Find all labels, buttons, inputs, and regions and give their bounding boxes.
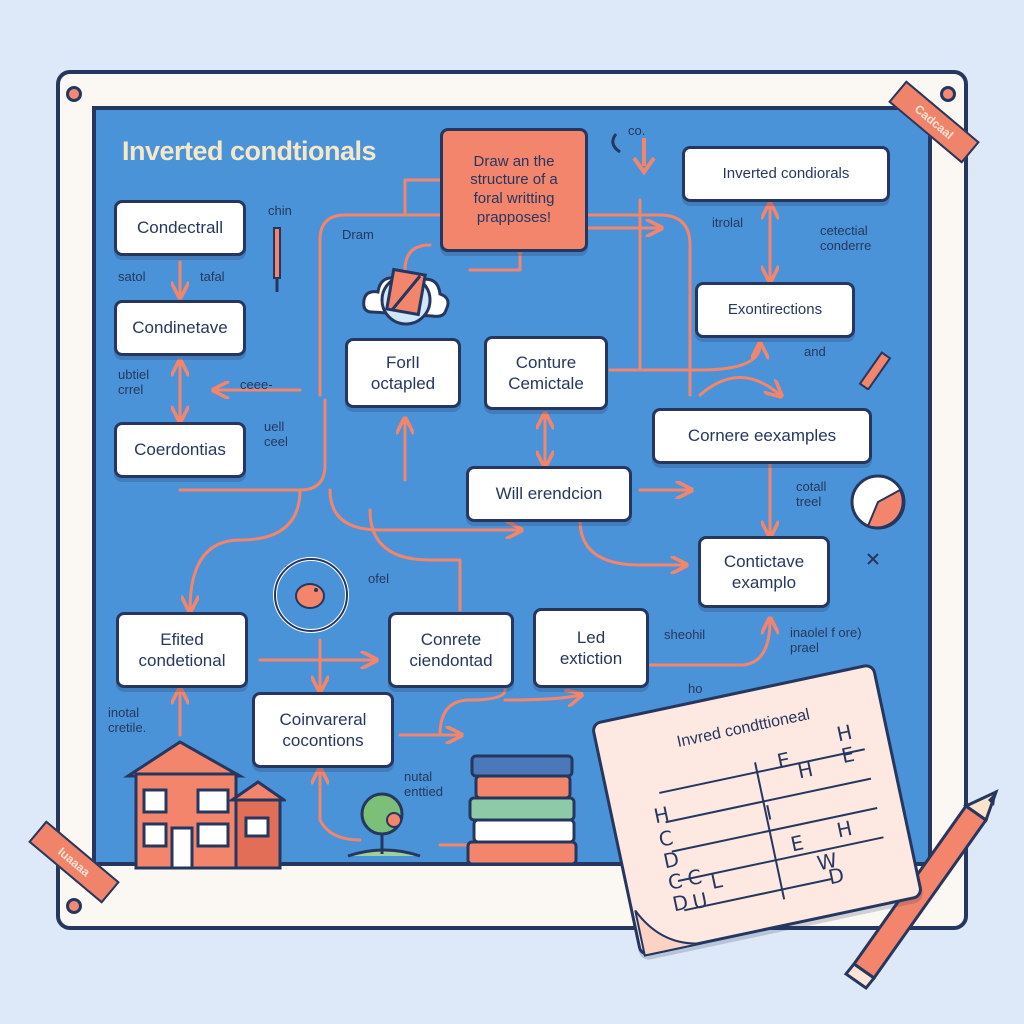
piggy-bank-icon bbox=[270, 554, 352, 636]
paper-letter: U bbox=[690, 888, 709, 915]
house-icon bbox=[122, 738, 286, 870]
node-will-erendcion: Will erendcion bbox=[466, 466, 632, 522]
paper-letter: L bbox=[708, 868, 724, 894]
note-cotall-treel: cotall treel bbox=[796, 480, 826, 510]
note-inotal-cretile: inotal cretile. bbox=[108, 706, 146, 736]
node-draw-structure: Drаw an the structure of a foral writtin… bbox=[440, 128, 588, 252]
note-cetectial: cetectial conderre bbox=[820, 224, 871, 254]
note-satol: satol bbox=[118, 270, 145, 285]
node-conrete-ciendontad: Conrete ciendontad bbox=[388, 612, 514, 688]
note-ubtiel-crrel: ubtiel crrel bbox=[118, 368, 149, 398]
page-title: Inverted condtionals bbox=[122, 136, 376, 167]
paper-letter: H bbox=[835, 816, 855, 843]
cross-icon bbox=[866, 552, 880, 566]
note-and: and bbox=[804, 345, 826, 360]
tree-icon bbox=[344, 790, 424, 862]
node-conture-cemictale: Conture Cemictale bbox=[484, 336, 608, 410]
paper-letter: E bbox=[839, 742, 856, 768]
note-chin: chin bbox=[268, 204, 292, 219]
paper-letter: H bbox=[795, 757, 815, 784]
node-condinetave: Condinetave bbox=[114, 300, 246, 356]
note-ho: ho bbox=[688, 682, 702, 697]
note-uell-ceel: uell ceel bbox=[264, 420, 288, 450]
note-inaolel: inaolel f ore) prael bbox=[790, 626, 862, 656]
node-efited-condetional: Efited condetional bbox=[116, 612, 248, 688]
paper-letter: E bbox=[788, 830, 805, 856]
node-forl-octapled: ForlI octapled bbox=[345, 338, 461, 408]
node-led-extiction: Led extiction bbox=[533, 608, 649, 688]
note-ofel: ofel bbox=[368, 572, 389, 587]
books-icon bbox=[462, 752, 582, 870]
node-condectrall: Condectrall bbox=[114, 200, 246, 256]
note-itrolal: itrolal bbox=[712, 216, 743, 231]
node-cornere-examples: Cornere eexamples bbox=[652, 408, 872, 464]
note-sheohil: sheohil bbox=[664, 628, 705, 643]
arrow-down-icon bbox=[606, 126, 666, 186]
node-exontirections: Exontirections bbox=[695, 282, 855, 338]
paper-letter: C bbox=[685, 864, 704, 890]
note-ceee: ceee- bbox=[240, 378, 273, 393]
cloud-icon bbox=[360, 262, 452, 336]
node-contictave-examplo: Contictave examplo bbox=[698, 536, 830, 608]
note-dram: Dram bbox=[342, 228, 374, 243]
node-inverted-condiorals: Inverted condiorals bbox=[682, 146, 890, 202]
node-coerdontias: Coerdontias bbox=[114, 422, 246, 478]
paper-letter: D bbox=[826, 863, 846, 890]
clock-icon bbox=[846, 470, 910, 534]
note-tafal: tafal bbox=[200, 270, 225, 285]
stats-icon bbox=[856, 350, 896, 390]
paper-letter: I bbox=[763, 800, 774, 825]
